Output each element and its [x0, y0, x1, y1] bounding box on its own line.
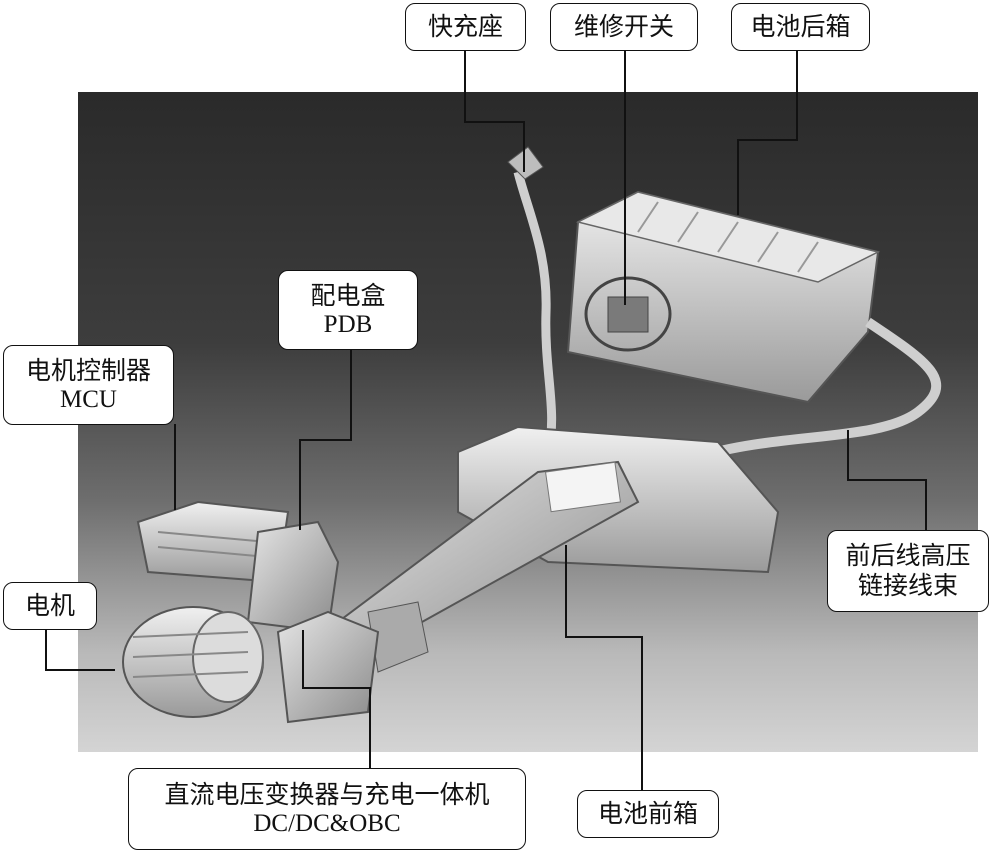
vehicle-hv-system-illustration [78, 92, 978, 752]
label-service-switch: 维修开关 [550, 3, 698, 51]
charge-cable-shape [513, 170, 557, 454]
label-battery-rear-box: 电池后箱 [731, 3, 870, 51]
label-hv-harness-line2: 链接线束 [857, 571, 958, 600]
battery-rear-box-shape [566, 190, 881, 404]
battery-front-box-shape [336, 425, 780, 673]
label-pdb-en: PDB [323, 311, 373, 338]
label-service-switch-text: 维修开关 [573, 12, 674, 41]
label-hv-harness: 前后线高压 链接线束 [827, 530, 989, 612]
label-hv-harness-line1: 前后线高压 [845, 541, 971, 570]
label-pdb-cn: 配电盒 [310, 281, 386, 310]
label-battery-rear-box-text: 电池后箱 [750, 12, 851, 41]
label-motor-text: 电机 [24, 591, 75, 620]
label-dcdc-obc-en: DC/DC&OBC [253, 810, 401, 837]
label-fast-charge-port-text: 快充座 [427, 12, 503, 41]
label-battery-front-box: 电池前箱 [577, 790, 719, 838]
motor-shape [122, 606, 264, 718]
label-mcu: 电机控制器 MCU [3, 345, 174, 425]
hv-link-harness-shape [696, 317, 942, 462]
label-motor: 电机 [3, 582, 97, 630]
label-battery-front-box-text: 电池前箱 [597, 799, 698, 828]
label-pdb: 配电盒 PDB [278, 270, 418, 350]
label-mcu-en: MCU [60, 386, 117, 413]
label-dcdc-obc-cn: 直流电压变换器与充电一体机 [164, 780, 490, 809]
dcdc-obc-shape [276, 610, 380, 724]
label-dcdc-obc: 直流电压变换器与充电一体机 DC/DC&OBC [128, 768, 526, 850]
fast-charge-port-shape [507, 146, 544, 180]
label-mcu-cn: 电机控制器 [25, 356, 151, 385]
label-fast-charge-port: 快充座 [405, 3, 526, 51]
hv-components-drawing [122, 146, 942, 724]
